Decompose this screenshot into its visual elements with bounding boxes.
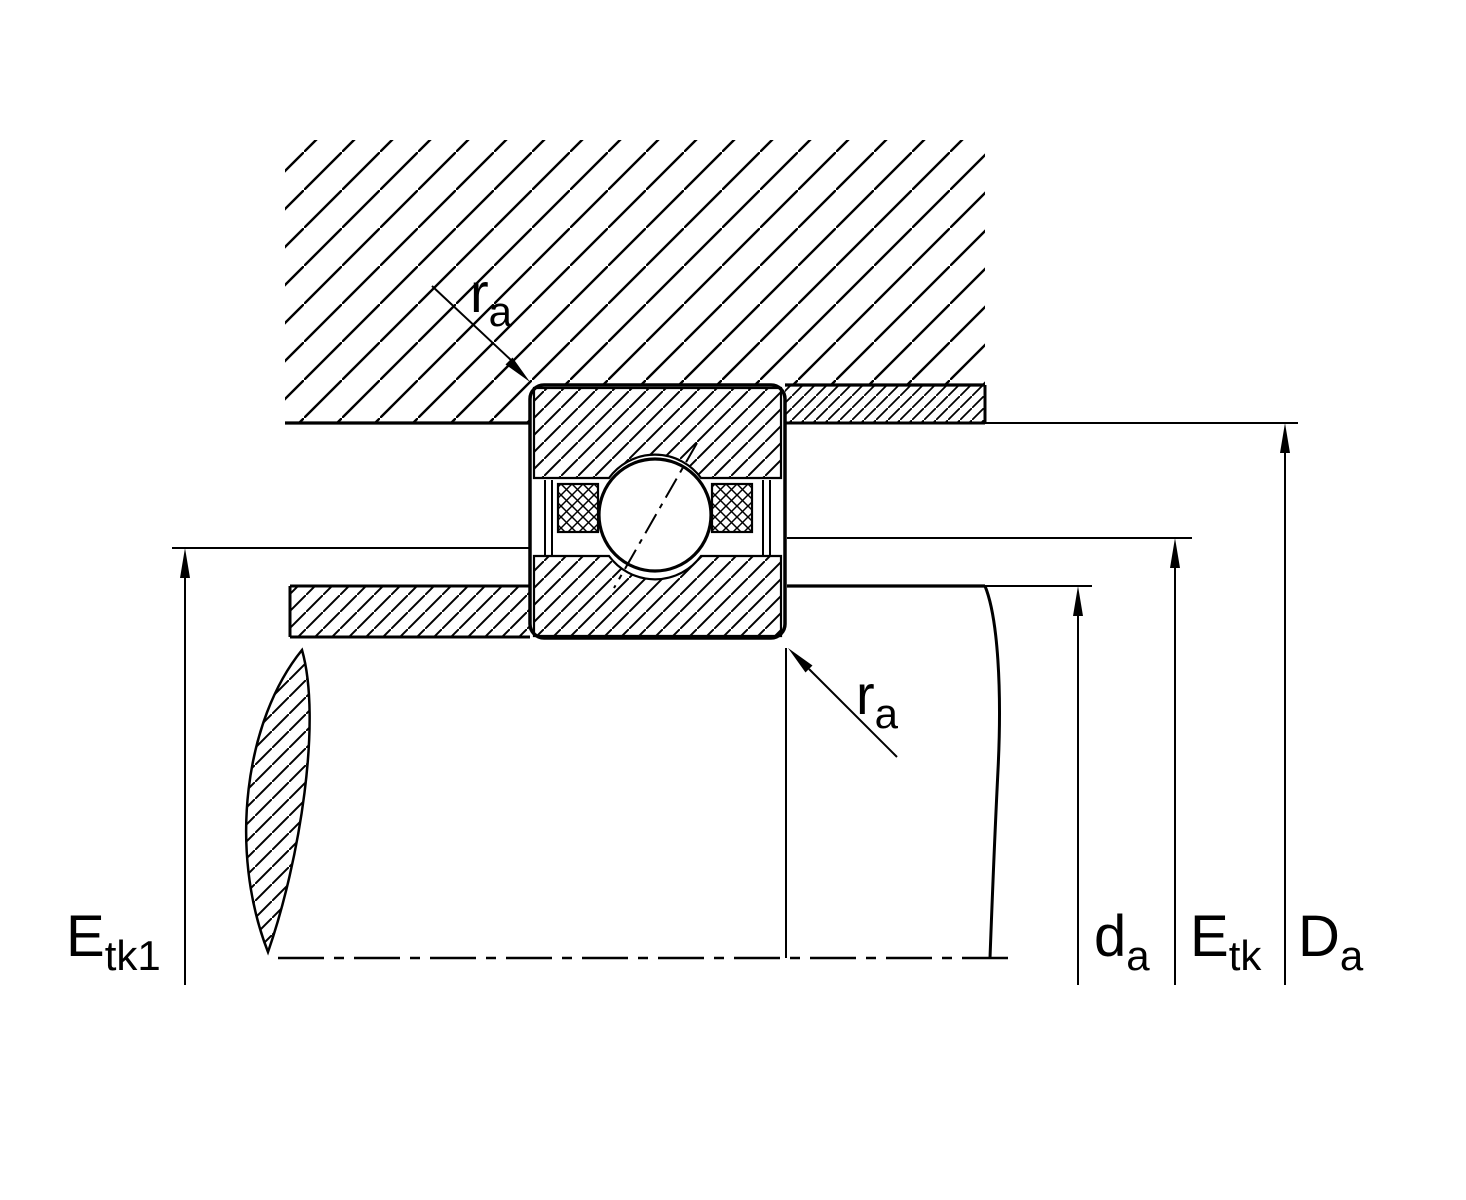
housing-section — [285, 140, 987, 425]
outer-ring-section — [532, 386, 783, 480]
shaft-spacer-outline — [288, 584, 530, 639]
bearing-cross-section — [528, 383, 787, 640]
etk-arrowhead-icon — [1170, 538, 1180, 568]
da-arrowhead-icon — [1073, 586, 1083, 616]
dimension-lines — [180, 423, 1290, 985]
ra-top-leader: ra — [431, 261, 530, 382]
ra-bottom-leader: ra — [788, 648, 899, 758]
Da-arrowhead-icon — [1280, 423, 1290, 453]
shaft-section — [244, 584, 1001, 959]
shaft-spacer-hatch — [290, 586, 530, 637]
ra-bottom-arrowhead-icon — [788, 648, 813, 673]
label-etk1: Etk1 — [66, 904, 161, 979]
etk1-arrowhead-icon — [180, 548, 190, 578]
housing-bottom-face-right-line — [785, 385, 987, 425]
shaft-relief-section — [244, 647, 311, 956]
inner-ring-section — [532, 554, 783, 638]
bearing-outline — [528, 383, 787, 640]
label-ra-bottom: ra — [856, 663, 899, 737]
housing-bore-strip-hatch — [785, 385, 985, 423]
contact-angle-centerline — [613, 442, 698, 589]
ra-top-arrowhead-icon — [505, 357, 530, 382]
housing-hatch-area — [285, 140, 985, 423]
extension-lines — [172, 422, 1298, 587]
label-ra-top: ra — [470, 261, 513, 335]
label-Da: Da — [1298, 904, 1364, 979]
label-etk: Etk — [1190, 904, 1262, 979]
cage-right-section — [710, 482, 754, 534]
shaft-contour-line — [983, 585, 1001, 959]
cage-left-section — [556, 482, 600, 534]
ra-bottom-leader-line — [808, 668, 898, 758]
ring-land-lines — [544, 480, 771, 556]
label-da: da — [1094, 904, 1150, 979]
ra-top-leader-line — [431, 285, 513, 362]
dimension-labels: Etk1 da Etk Da — [66, 904, 1364, 979]
